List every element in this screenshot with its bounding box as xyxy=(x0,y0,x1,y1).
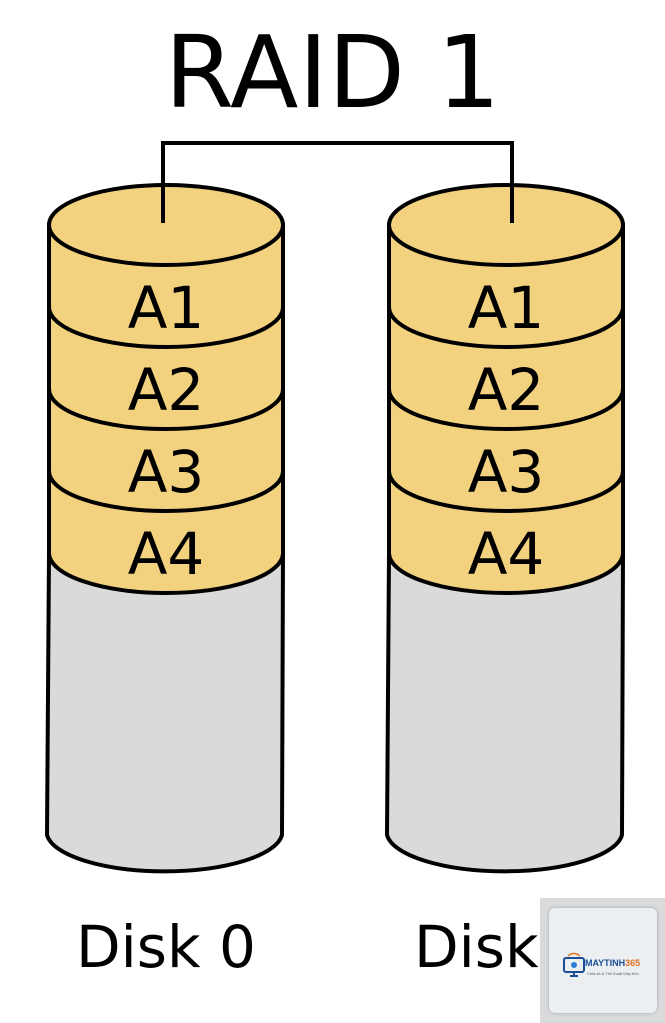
disk-0-block-a3: A3 xyxy=(128,438,205,506)
watermark-logo: MAYTINH365 Chia sẻ & Thủ thuật Máy tính xyxy=(540,898,665,1023)
watermark-card: MAYTINH365 Chia sẻ & Thủ thuật Máy tính xyxy=(549,908,657,1013)
diagram-title: RAID 1 xyxy=(164,14,501,131)
watermark-brand-name: MAYTINH xyxy=(585,958,626,968)
disk-0-top xyxy=(47,183,285,267)
disk-1-block-a2: A2 xyxy=(468,356,545,424)
disk-0-block-a2: A2 xyxy=(128,356,205,424)
disk-1-top xyxy=(387,183,625,267)
disk-1-block-a3: A3 xyxy=(468,438,545,506)
disk-0-label: Disk 0 xyxy=(76,913,256,981)
disk-1-data-region xyxy=(387,223,625,595)
watermark-brand-number: 365 xyxy=(625,958,641,968)
disk-0-block-separator xyxy=(47,470,285,513)
disk-1-block-separator xyxy=(387,388,625,431)
disk-1-block-separator xyxy=(387,470,625,513)
disk-1-block-a1: A1 xyxy=(468,274,545,342)
disk-1-block-separator xyxy=(387,306,625,349)
disk-1-label: Disk xyxy=(414,913,539,981)
watermark-brand: MAYTINH365 xyxy=(585,958,640,968)
disk-0-block-a1: A1 xyxy=(128,274,205,342)
disk-0-block-separator xyxy=(47,388,285,431)
disk-1-block-a4: A4 xyxy=(468,520,545,588)
disk-0-block-a4: A4 xyxy=(128,520,205,588)
disk-0-free-space xyxy=(44,551,286,874)
monitor-wifi-icon xyxy=(563,952,585,977)
watermark-tagline: Chia sẻ & Thủ thuật Máy tính xyxy=(587,971,639,976)
disk-1-free-space xyxy=(384,551,626,874)
disk-0-data-region xyxy=(47,223,285,595)
disk-0-block-separator xyxy=(47,306,285,349)
mirror-connector xyxy=(161,141,514,223)
